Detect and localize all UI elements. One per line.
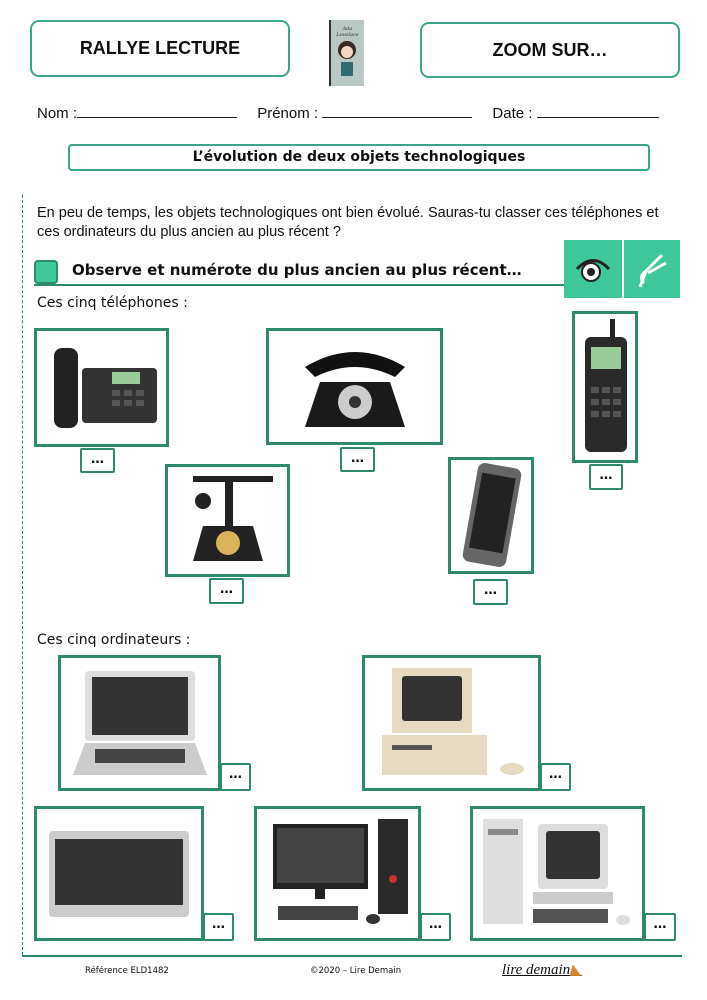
mobile-phone-image [572, 311, 638, 463]
lire-demain-logo: lire demain◣ [502, 960, 582, 979]
desktop-computer-image [254, 806, 421, 941]
book-cover-title: Ada Lovelace [336, 26, 359, 38]
antique-phone-image [165, 464, 290, 577]
answer-box-computer-1[interactable]: … [220, 763, 251, 791]
laptop-image [58, 655, 221, 791]
page-title: L’évolution de deux objets technologique… [68, 144, 650, 171]
rallye-lecture-box: RALLYE LECTURE [30, 20, 290, 77]
date-field[interactable] [536, 104, 659, 118]
rotary-phone-image [266, 328, 443, 445]
left-margin-line [22, 195, 23, 955]
logo-text: lire demain [502, 962, 571, 978]
counting-hand-icon [624, 240, 680, 298]
instruction-square-icon [34, 260, 58, 284]
intro-text: En peu de temps, les objets technologiqu… [37, 205, 659, 240]
nom-label: Nom : [37, 105, 78, 122]
instruction-text: Observe et numérote du plus ancien au pl… [72, 261, 522, 279]
smartphone-image [448, 457, 534, 574]
answer-box-computer-3[interactable]: … [203, 913, 234, 941]
instruction-bar: Observe et numérote du plus ancien au pl… [34, 258, 564, 286]
bottom-line [22, 955, 682, 957]
book-cover-image: Ada Lovelace [329, 20, 364, 86]
footer-reference: Référence ELD1482 [85, 966, 169, 976]
rallye-title: RALLYE LECTURE [79, 38, 241, 58]
date-label: Date : [492, 105, 533, 122]
desk-phone-image [34, 328, 169, 447]
answer-box-computer-2[interactable]: … [540, 763, 571, 791]
zoom-sur-box: ZOOM SUR… [420, 22, 680, 78]
answer-box-phone-4[interactable]: … [209, 578, 244, 604]
tablet-image [34, 806, 204, 941]
answer-box-phone-5[interactable]: … [473, 579, 508, 605]
answer-box-phone-1[interactable]: … [80, 448, 115, 473]
answer-box-phone-3[interactable]: … [589, 464, 623, 490]
student-fields: Nom : Prénom : Date : [37, 104, 687, 122]
logo-mark-icon: ◣ [570, 962, 582, 978]
answer-box-computer-5[interactable]: … [644, 913, 676, 941]
eye-icon [564, 240, 622, 298]
phones-label: Ces cinq téléphones : [37, 295, 188, 311]
old-desktop-computer-image [470, 806, 645, 941]
vintage-computer-image [362, 655, 541, 791]
answer-box-computer-4[interactable]: … [420, 913, 451, 941]
footer-copyright: ©2020 – Lire Demain [310, 966, 402, 976]
computers-label: Ces cinq ordinateurs : [37, 632, 191, 648]
zoom-title: ZOOM SUR… [492, 39, 608, 60]
answer-box-phone-2[interactable]: … [340, 447, 375, 472]
prenom-label: Prénom : [257, 105, 319, 122]
prenom-field[interactable] [322, 104, 473, 118]
nom-field[interactable] [77, 104, 238, 118]
